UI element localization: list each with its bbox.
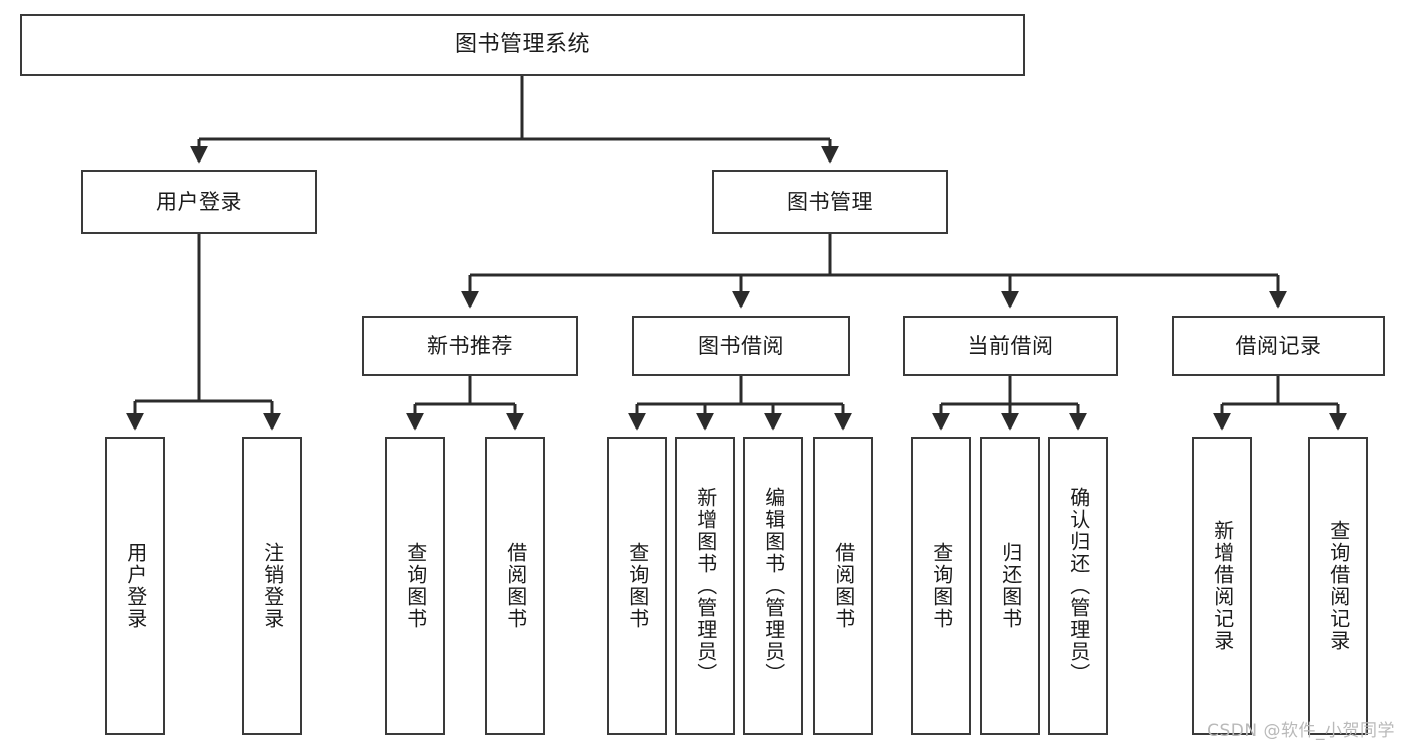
node-label: 图书管理 — [787, 189, 873, 214]
node-root-system[interactable]: 图书管理系统 — [20, 14, 1025, 76]
node-book-management[interactable]: 图书管理 — [712, 170, 948, 234]
node-label: 用户登录 — [123, 542, 148, 630]
node-label: 注销登录 — [260, 542, 285, 630]
leaf-confirm-return-admin[interactable]: 确认归还（管理员） — [1048, 437, 1108, 735]
leaf-add-book-admin[interactable]: 新增图书（管理员） — [675, 437, 735, 735]
node-label: 归还图书 — [998, 542, 1023, 630]
leaf-query-book-borrow[interactable]: 查询图书 — [607, 437, 667, 735]
leaf-user-login[interactable]: 用户登录 — [105, 437, 165, 735]
leaf-query-book-current[interactable]: 查询图书 — [911, 437, 971, 735]
node-book-borrow[interactable]: 图书借阅 — [632, 316, 850, 376]
leaf-query-borrow-record[interactable]: 查询借阅记录 — [1308, 437, 1368, 735]
node-borrow-record[interactable]: 借阅记录 — [1172, 316, 1385, 376]
node-label: 新增图书（管理员） — [693, 487, 718, 685]
leaf-user-logout[interactable]: 注销登录 — [242, 437, 302, 735]
node-label: 新书推荐 — [427, 333, 513, 358]
node-label: 借阅图书 — [831, 542, 856, 630]
node-user-login[interactable]: 用户登录 — [81, 170, 317, 234]
node-label: 图书管理系统 — [454, 31, 590, 57]
leaf-borrow-book-recommend[interactable]: 借阅图书 — [485, 437, 545, 735]
node-label: 确认归还（管理员） — [1066, 487, 1091, 685]
leaf-add-borrow-record[interactable]: 新增借阅记录 — [1192, 437, 1252, 735]
node-label: 当前借阅 — [967, 333, 1054, 358]
leaf-return-book[interactable]: 归还图书 — [980, 437, 1040, 735]
node-label: 图书借阅 — [698, 333, 784, 358]
node-new-book-recommend[interactable]: 新书推荐 — [362, 316, 578, 376]
node-current-borrow[interactable]: 当前借阅 — [903, 316, 1118, 376]
node-label: 借阅记录 — [1235, 333, 1322, 358]
node-label: 查询图书 — [929, 542, 954, 630]
node-label: 编辑图书（管理员） — [761, 487, 786, 685]
node-label: 借阅图书 — [503, 542, 528, 630]
node-label: 用户登录 — [156, 189, 242, 214]
node-label: 新增借阅记录 — [1210, 520, 1235, 652]
leaf-edit-book-admin[interactable]: 编辑图书（管理员） — [743, 437, 803, 735]
leaf-query-book-recommend[interactable]: 查询图书 — [385, 437, 445, 735]
node-label: 查询图书 — [403, 542, 428, 630]
node-label: 查询借阅记录 — [1326, 520, 1351, 652]
leaf-borrow-book[interactable]: 借阅图书 — [813, 437, 873, 735]
node-label: 查询图书 — [625, 542, 650, 630]
